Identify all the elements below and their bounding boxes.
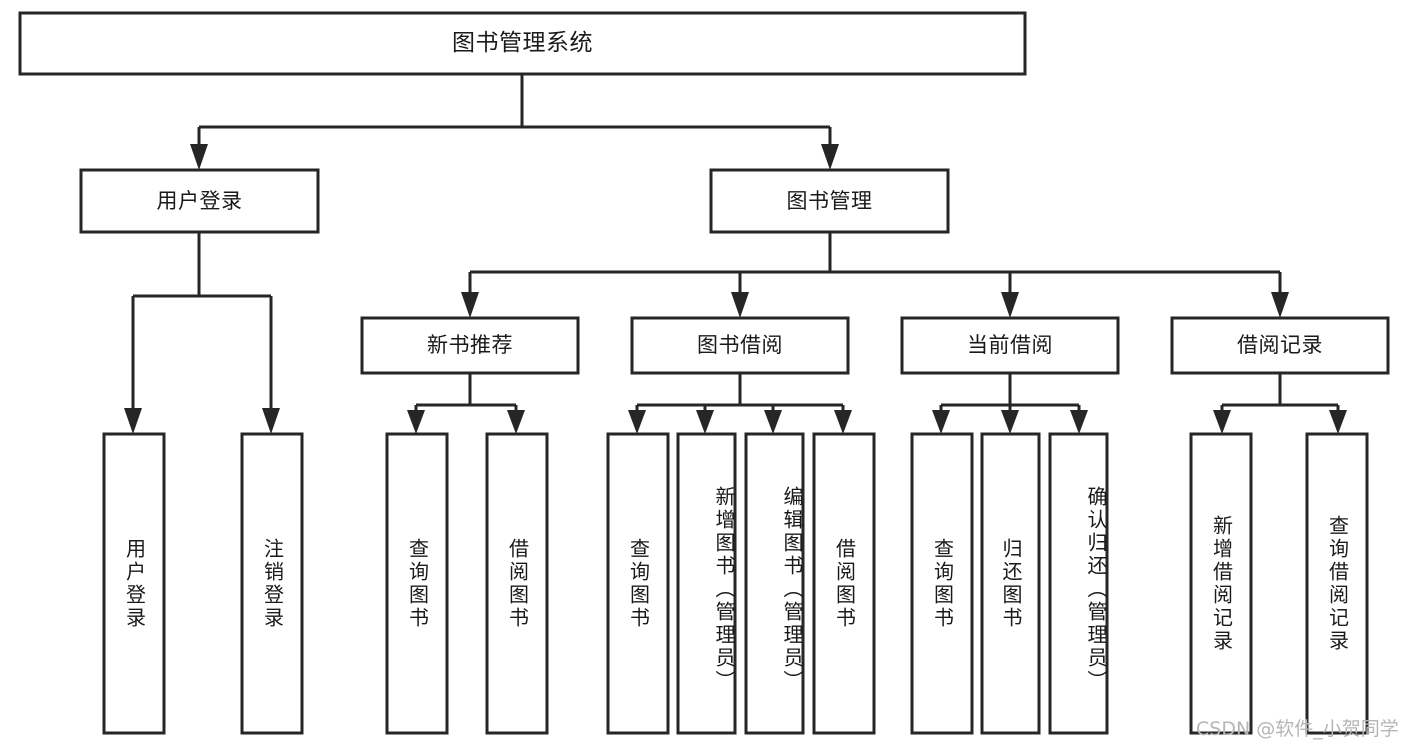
arrow-cb-leaf-2 <box>1001 410 1019 434</box>
leaf-box-book-borrow-3[interactable] <box>812 432 876 735</box>
leaf-box-book-borrow-1[interactable] <box>676 432 737 735</box>
arrow-to-current-borrow <box>1001 292 1019 318</box>
leaf-box-book-borrow-2[interactable] <box>744 432 805 735</box>
arrow-to-user-login <box>190 144 208 170</box>
leaf-box-borrow-record-1[interactable] <box>1305 432 1369 735</box>
leaf-box-current-borrow-0[interactable] <box>910 432 974 735</box>
leaf-box-current-borrow-1[interactable] <box>980 432 1041 735</box>
connectors-book-mgmt-to-level3 <box>461 232 1289 318</box>
connectors-new-book-to-leaves <box>407 373 525 434</box>
leaf-box-new-book-0[interactable] <box>385 432 449 735</box>
connectors-book-borrow-to-leaves <box>628 373 852 434</box>
node-box-current-borrow[interactable] <box>900 316 1120 375</box>
csdn-watermark: CSDN @软件_小贺同学 <box>1196 718 1399 740</box>
arrow-to-new-book <box>461 292 479 318</box>
leaf-box-user-login-0[interactable] <box>102 432 166 735</box>
arrow-to-borrow-record <box>1271 292 1289 318</box>
arrow-to-leaf-user-login <box>124 408 142 434</box>
leaf-box-book-borrow-0[interactable] <box>606 432 670 735</box>
leaf-box-current-borrow-2[interactable] <box>1048 432 1109 735</box>
arrow-cb-leaf-1 <box>932 410 950 434</box>
arrow-to-leaf-logout <box>262 408 280 434</box>
arrow-bb-leaf-2 <box>696 410 714 434</box>
connectors-user-login-to-leaves <box>124 232 280 434</box>
node-box-user-login[interactable] <box>79 168 320 234</box>
arrow-nb-leaf-1 <box>407 410 425 434</box>
connectors-current-borrow-to-leaves <box>932 373 1088 434</box>
node-box-new-book-recommend[interactable] <box>360 316 580 375</box>
leaf-box-new-book-1[interactable] <box>485 432 549 735</box>
node-box-root[interactable] <box>18 11 1027 76</box>
arrow-to-book-mgmt <box>821 144 839 170</box>
node-box-book-borrow[interactable] <box>630 316 850 375</box>
leaf-box-borrow-record-0[interactable] <box>1189 432 1253 735</box>
node-box-borrow-record[interactable] <box>1170 316 1390 375</box>
arrow-br-leaf-1 <box>1213 410 1231 434</box>
arrow-bb-leaf-4 <box>834 410 852 434</box>
leaf-box-user-login-1[interactable] <box>240 432 304 735</box>
arrow-cb-leaf-3 <box>1070 410 1088 434</box>
arrow-br-leaf-2 <box>1329 410 1347 434</box>
arrow-nb-leaf-2 <box>507 410 525 434</box>
arrow-to-book-borrow <box>731 292 749 318</box>
connectors-root-to-level2 <box>190 74 839 170</box>
node-box-book-management[interactable] <box>709 168 950 234</box>
connectors-borrow-record-to-leaves <box>1213 373 1347 434</box>
arrow-bb-leaf-3 <box>764 410 782 434</box>
arrow-bb-leaf-1 <box>628 410 646 434</box>
